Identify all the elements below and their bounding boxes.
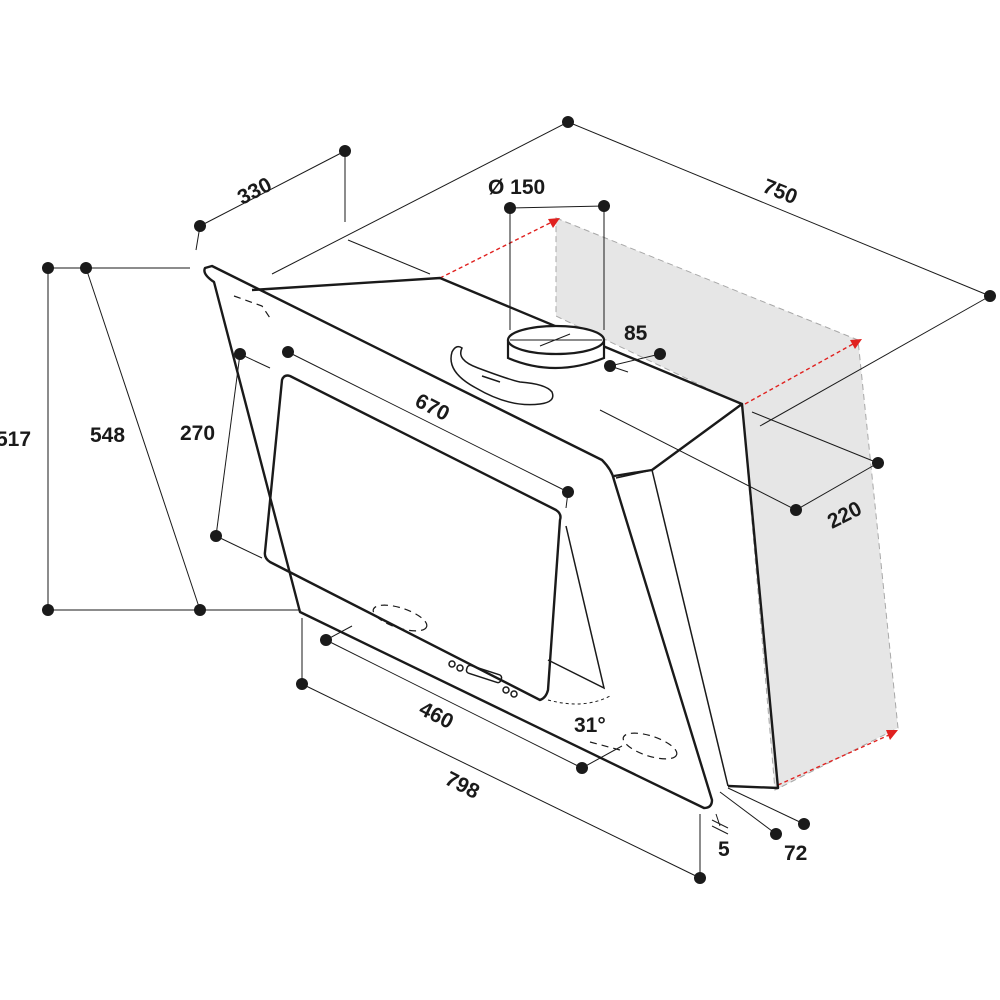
control-panel [372, 604, 678, 760]
hood-body [203, 264, 780, 810]
label-angle: 31° [574, 714, 606, 737]
label-85: 85 [624, 322, 648, 345]
dimension-labels: 750 330 Ø 150 85 670 270 220 517 548 460… [0, 173, 866, 865]
dimension-leaders [47, 121, 991, 879]
label-72: 72 [784, 842, 807, 865]
label-548: 548 [90, 424, 125, 447]
label-5: 5 [718, 838, 730, 861]
label-670: 670 [411, 389, 453, 425]
label-517: 517 [0, 428, 31, 451]
top-slot [481, 375, 501, 383]
dimension-dots [42, 116, 996, 884]
wall-markers [439, 218, 898, 786]
label-270: 270 [180, 422, 215, 445]
label-798: 798 [441, 767, 483, 804]
label-diameter-150: Ø 150 [488, 176, 545, 199]
label-330: 330 [234, 173, 276, 209]
duct-collar [506, 324, 606, 370]
top-recess [450, 345, 554, 406]
